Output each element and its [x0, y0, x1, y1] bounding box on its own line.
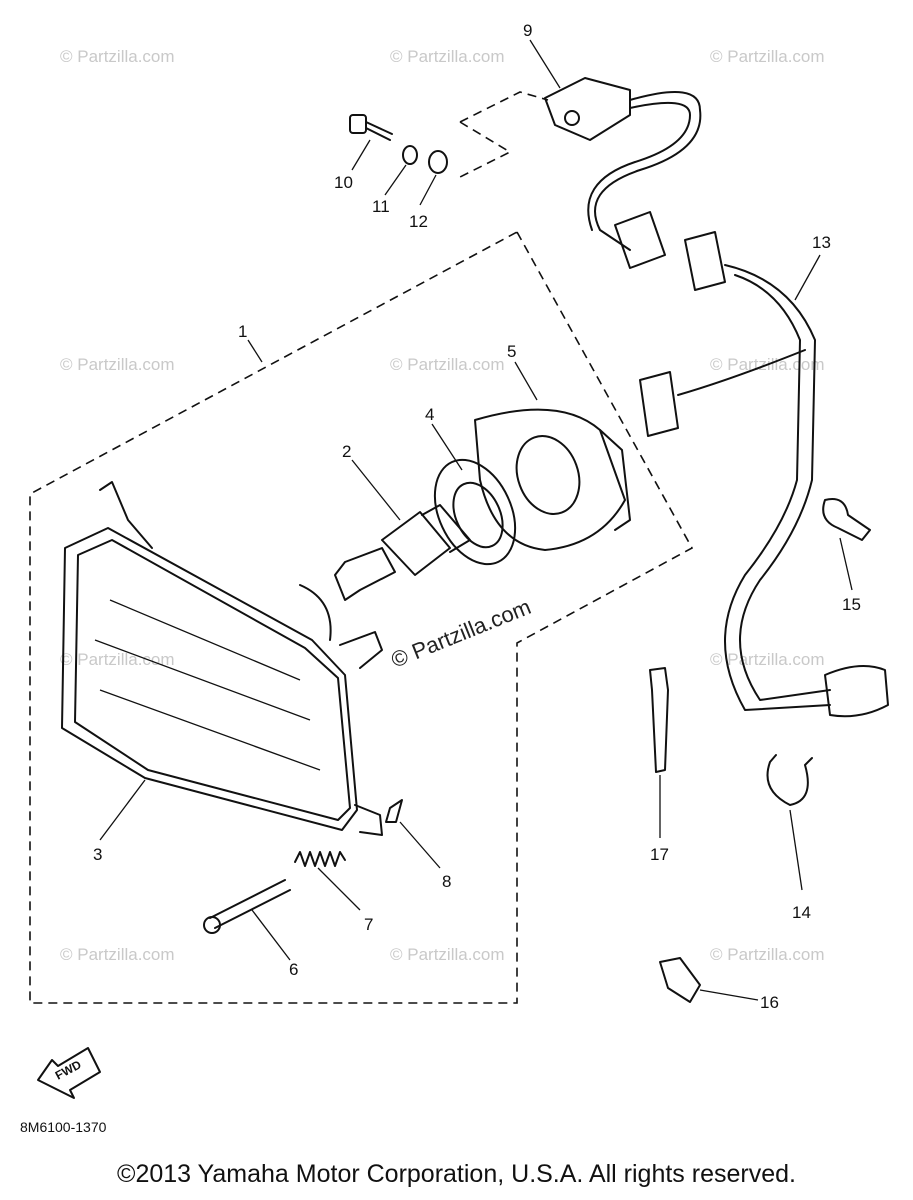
- clamp: [766, 754, 813, 806]
- leader-line: [317, 867, 361, 911]
- watermark: © Partzilla.com: [390, 47, 505, 66]
- callout-5: 5: [507, 342, 516, 361]
- wire-harness: [639, 231, 889, 718]
- callout-8: 8: [442, 872, 451, 891]
- clamp: [822, 498, 871, 541]
- leader-line: [351, 139, 371, 171]
- leader-line: [529, 39, 561, 89]
- bulb: [334, 504, 471, 601]
- watermark: © Partzilla.com: [390, 355, 505, 374]
- watermark: © Partzilla.com: [60, 47, 175, 66]
- clip: [385, 799, 403, 823]
- callout-16: 16: [760, 993, 779, 1012]
- watermark: © Partzilla.com: [60, 945, 175, 964]
- watermark: © Partzilla.com: [390, 945, 505, 964]
- leader-line: [514, 361, 538, 401]
- grommet: [659, 957, 701, 1003]
- rubber-cover: [474, 408, 631, 551]
- diagram-code: 8M6100-1370: [20, 1119, 107, 1135]
- watermark: © Partzilla.com: [60, 650, 175, 669]
- watermark: © Partzilla.com: [60, 355, 175, 374]
- bolt-group-boundary: [457, 91, 549, 179]
- leader-line: [419, 174, 437, 206]
- adjusting-screw: [203, 879, 291, 934]
- copyright-notice: ©2013 Yamaha Motor Corporation, U.S.A. A…: [117, 1160, 796, 1188]
- bolt: [349, 114, 393, 141]
- callout-12: 12: [409, 212, 428, 231]
- callout-14: 14: [792, 903, 811, 922]
- leader-line: [251, 909, 291, 961]
- assembly-boundary: [29, 230, 694, 1004]
- callout-10: 10: [334, 173, 353, 192]
- leader-line: [351, 459, 401, 521]
- leader-line: [247, 339, 263, 363]
- headlight-lens: [61, 481, 383, 836]
- watermark-center: © Partzilla.com: [388, 594, 535, 673]
- fwd-arrow: FWD: [37, 1047, 101, 1099]
- callout-6: 6: [289, 960, 298, 979]
- callout-17: 17: [650, 845, 669, 864]
- leader-line: [384, 164, 407, 196]
- leader-line: [431, 423, 463, 471]
- leader-line: [839, 537, 853, 591]
- callout-15: 15: [842, 595, 861, 614]
- washer: [428, 150, 448, 174]
- fwd-label: FWD: [53, 1057, 84, 1082]
- leader-line: [789, 809, 803, 891]
- callout-3: 3: [93, 845, 102, 864]
- washer: [402, 145, 418, 165]
- headlight-socket: [544, 77, 702, 269]
- leader-line: [794, 254, 821, 301]
- callout-4: 4: [425, 405, 434, 424]
- leader-line: [399, 821, 441, 869]
- spring: [294, 851, 346, 867]
- cable-tie: [649, 667, 669, 773]
- leader-line: [699, 989, 759, 1001]
- watermark: © Partzilla.com: [710, 945, 825, 964]
- watermark: © Partzilla.com: [710, 47, 825, 66]
- callout-1: 1: [238, 322, 247, 341]
- callout-13: 13: [812, 233, 831, 252]
- leader-line: [99, 779, 146, 841]
- callout-7: 7: [364, 915, 373, 934]
- callout-9: 9: [523, 21, 532, 40]
- watermark: © Partzilla.com: [710, 650, 825, 669]
- bulb-holder: [433, 458, 517, 566]
- callout-11: 11: [372, 197, 390, 216]
- callout-labels: 1 2 3 4 5 6 7 8 9 10 11 12 13 14 15 16 1…: [93, 21, 861, 1012]
- watermark-grid: © Partzilla.com © Partzilla.com © Partzi…: [60, 47, 825, 964]
- callout-2: 2: [342, 442, 351, 461]
